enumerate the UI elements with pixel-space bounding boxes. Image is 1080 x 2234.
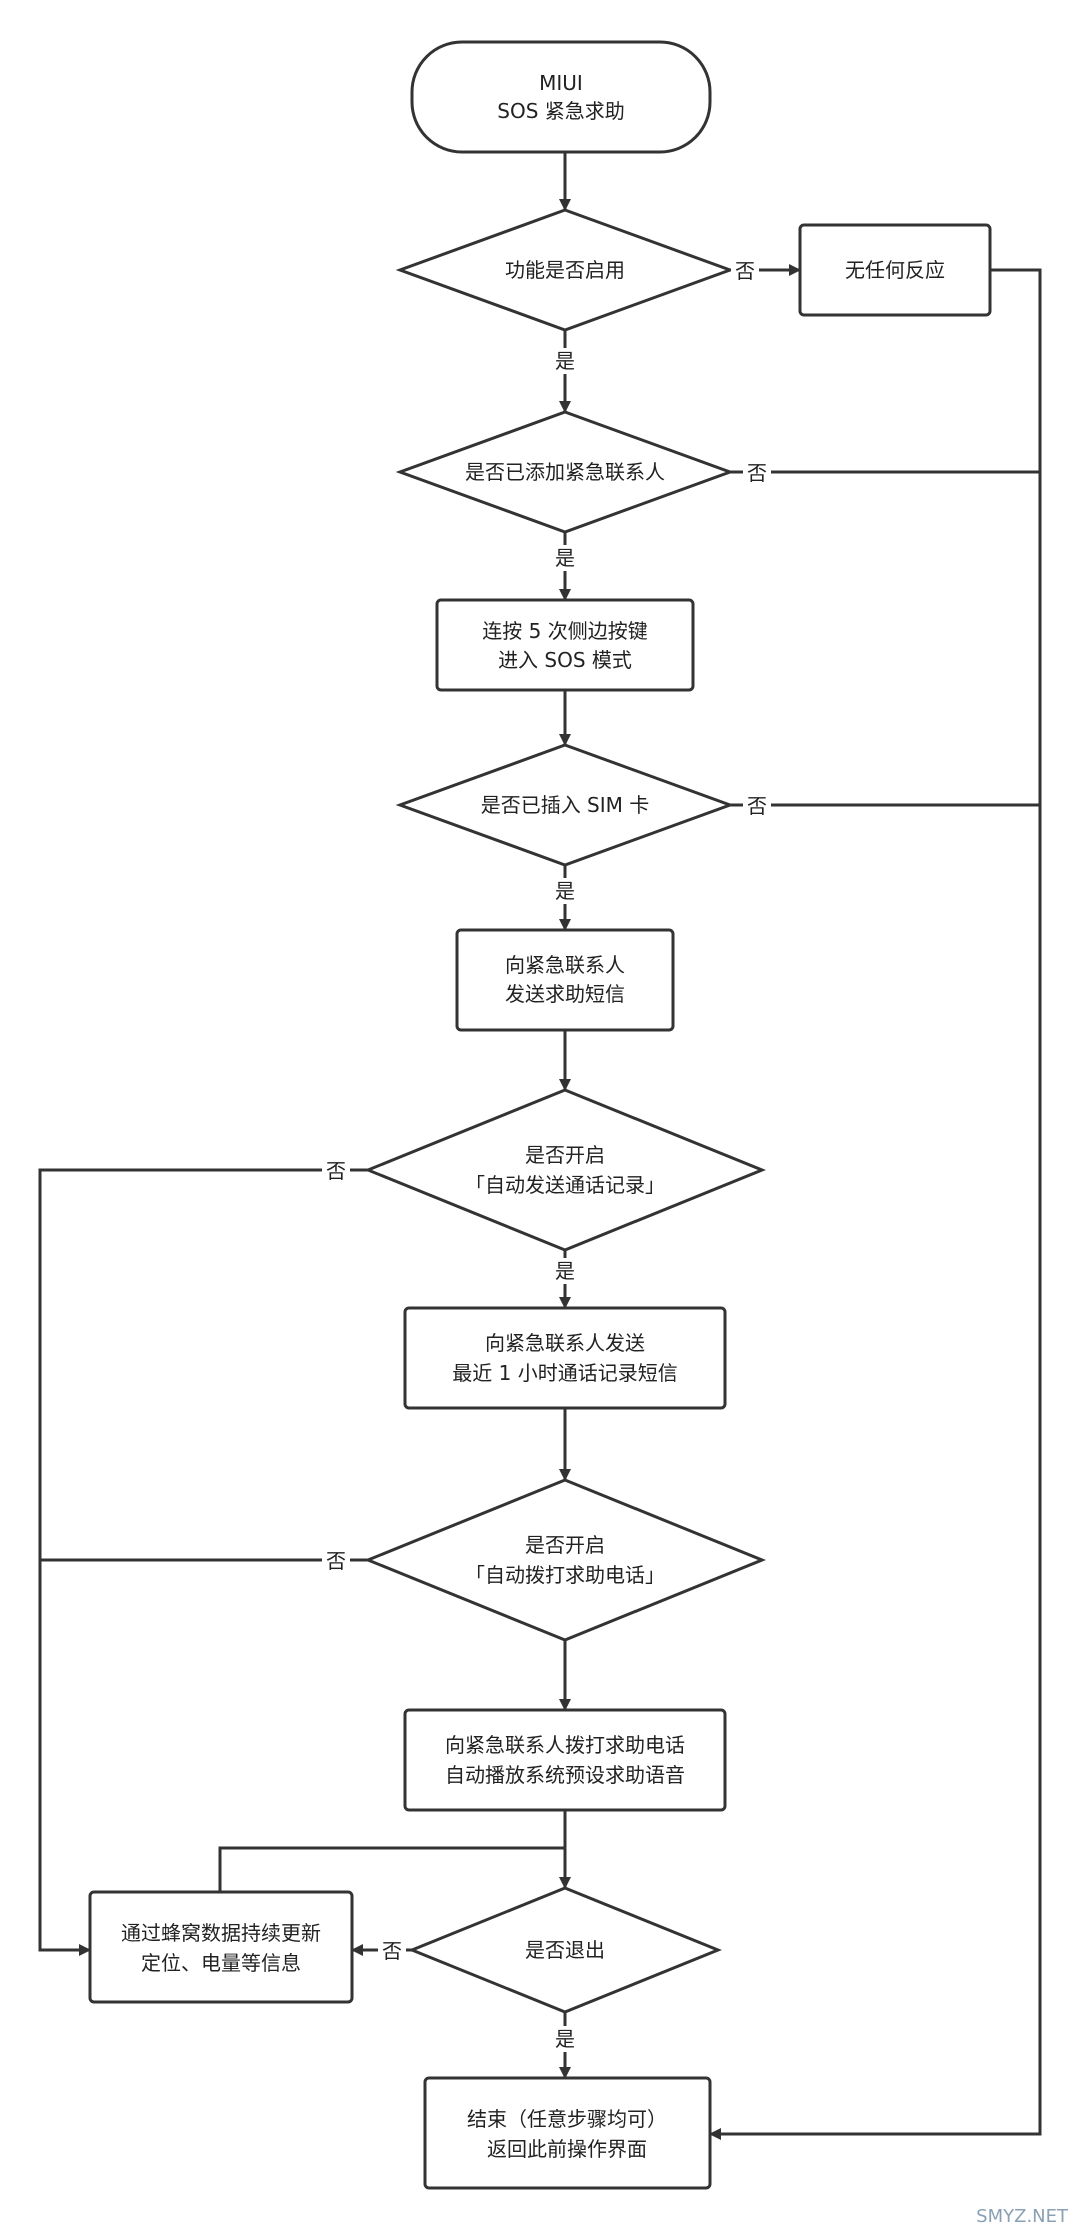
node-call-line2: 自动播放系统预设求助语音 [445, 1763, 685, 1787]
edge-update-loop [218, 1846, 565, 1892]
node-start-line1: MIUI [539, 71, 583, 95]
node-send-calllog-line1: 向紧急联系人发送 [485, 1331, 645, 1355]
node-call-line1: 向紧急联系人拨打求助电话 [445, 1733, 685, 1757]
label-yes-exit: 是 [555, 2027, 575, 2051]
label-yes-calllog: 是 [555, 1259, 575, 1283]
node-q-sim: 是否已插入 SIM 卡 [395, 743, 735, 867]
node-update-loc-line1: 通过蜂窝数据持续更新 [121, 1921, 321, 1945]
label-no-enabled: 否 [735, 259, 755, 283]
node-press5-line2: 进入 SOS 模式 [498, 648, 632, 672]
node-q-calllog-line2: 「自动发送通话记录」 [465, 1173, 665, 1197]
node-start: MIUI SOS 紧急求助 [410, 40, 712, 154]
node-update-loc-line2: 定位、电量等信息 [141, 1951, 301, 1975]
node-q-exit: 是否退出 [408, 1886, 722, 2014]
label-yes-enabled: 是 [555, 349, 575, 373]
node-q-enabled-text: 功能是否启用 [505, 258, 625, 282]
node-update-loc: 通过蜂窝数据持续更新 定位、电量等信息 [88, 1890, 354, 2004]
label-no-contact: 否 [747, 461, 767, 485]
node-no-response: 无任何反应 [798, 223, 992, 317]
node-q-sim-text: 是否已插入 SIM 卡 [481, 793, 650, 817]
node-q-calllog-line1: 是否开启 [525, 1143, 605, 1167]
node-press5-line1: 连按 5 次侧边按键 [482, 619, 647, 643]
label-yes-contact: 是 [555, 546, 575, 570]
node-q-contact: 是否已添加紧急联系人 [395, 410, 735, 534]
label-yes-sim: 是 [555, 879, 575, 903]
node-send-sms: 向紧急联系人 发送求助短信 [455, 928, 675, 1032]
node-end: 结束（任意步骤均可） 返回此前操作界面 [423, 2076, 712, 2190]
node-q-calllog: 是否开启 「自动发送通话记录」 [364, 1088, 766, 1252]
label-no-calllog: 否 [326, 1159, 346, 1183]
label-no-exit: 否 [382, 1939, 402, 1963]
node-call: 向紧急联系人拨打求助电话 自动播放系统预设求助语音 [403, 1708, 727, 1812]
node-q-autocall: 是否开启 「自动拨打求助电话」 [364, 1478, 766, 1642]
node-q-autocall-line2: 「自动拨打求助电话」 [465, 1563, 665, 1587]
node-no-response-text: 无任何反应 [845, 258, 945, 282]
node-send-calllog: 向紧急联系人发送 最近 1 小时通话记录短信 [403, 1306, 727, 1410]
node-end-line1: 结束（任意步骤均可） [467, 2107, 667, 2131]
node-send-sms-line1: 向紧急联系人 [505, 953, 625, 977]
label-no-sim: 否 [747, 794, 767, 818]
edge-noresponse-to-end [709, 268, 1042, 2140]
node-q-exit-text: 是否退出 [525, 1938, 605, 1962]
node-q-autocall-line1: 是否开启 [525, 1533, 605, 1557]
watermark-text: SMYZ.NET [976, 2206, 1069, 2227]
node-send-calllog-line2: 最近 1 小时通话记录短信 [452, 1361, 677, 1385]
node-send-sms-line2: 发送求助短信 [505, 982, 625, 1006]
node-q-contact-text: 是否已添加紧急联系人 [465, 460, 665, 484]
label-no-autocall: 否 [326, 1549, 346, 1573]
nodes: MIUI SOS 紧急求助 功能是否启用 无任何反应 是否已添加紧急联系人 连按… [88, 40, 992, 2190]
edge-labels: 是 是 是 是 是 否 否 否 否 否 否 [322, 258, 771, 2052]
node-q-enabled: 功能是否启用 [395, 208, 735, 332]
node-start-line2: SOS 紧急求助 [497, 99, 625, 123]
node-end-line2: 返回此前操作界面 [487, 2137, 647, 2161]
node-press5: 连按 5 次侧边按键 进入 SOS 模式 [435, 598, 695, 692]
